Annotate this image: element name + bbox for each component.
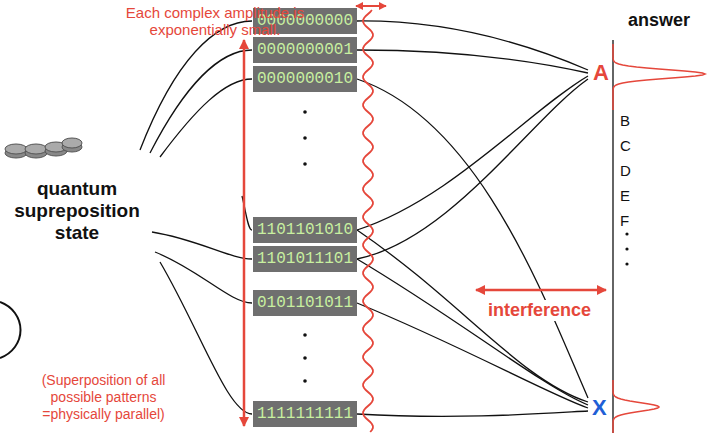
bit-pattern: 1101101010 bbox=[257, 221, 353, 239]
note-text: (Superposition of all possible patterns … bbox=[38, 372, 169, 423]
bit-pattern: 0000000010 bbox=[257, 70, 353, 88]
bit-pattern: 1101011101 bbox=[257, 250, 353, 268]
superposition-line bbox=[140, 21, 252, 414]
coin-stack bbox=[5, 138, 82, 158]
bit-pattern: 0101101011 bbox=[257, 294, 353, 312]
bit-pattern: 1111111111 bbox=[257, 405, 353, 423]
probability-peak bbox=[613, 380, 659, 433]
interference-label: interference bbox=[486, 300, 593, 321]
answer-letter: A bbox=[593, 60, 609, 86]
note-text: Each complex amplitude is exponentially … bbox=[105, 4, 325, 38]
amplitude-line bbox=[357, 21, 588, 416]
phase-arrow bbox=[356, 5, 386, 7]
answer-letter: B bbox=[620, 112, 630, 129]
answer-letter: E bbox=[620, 187, 630, 204]
pattern-box: 1101011101 bbox=[253, 246, 357, 272]
pattern-box: 0000000010 bbox=[253, 66, 357, 92]
phase-wave bbox=[363, 10, 373, 432]
answer-letter: D bbox=[620, 162, 631, 179]
state-label: quantum supreposition state bbox=[3, 178, 151, 244]
answer-letter: X bbox=[592, 395, 607, 421]
interference-arrow bbox=[476, 289, 606, 292]
pattern-box: 0000000001 bbox=[253, 37, 357, 63]
pattern-box: 1101101010 bbox=[253, 217, 357, 243]
partial-circle bbox=[0, 302, 21, 358]
heading: answer bbox=[628, 10, 690, 31]
bit-pattern: 0000000001 bbox=[257, 41, 353, 59]
answer-letter: C bbox=[620, 137, 631, 154]
probability-peak bbox=[613, 44, 705, 110]
range-arrow bbox=[243, 40, 246, 426]
answer-letter: F bbox=[620, 212, 629, 229]
pattern-box: 1111111111 bbox=[253, 401, 357, 427]
pattern-box: 0101101011 bbox=[253, 290, 357, 316]
